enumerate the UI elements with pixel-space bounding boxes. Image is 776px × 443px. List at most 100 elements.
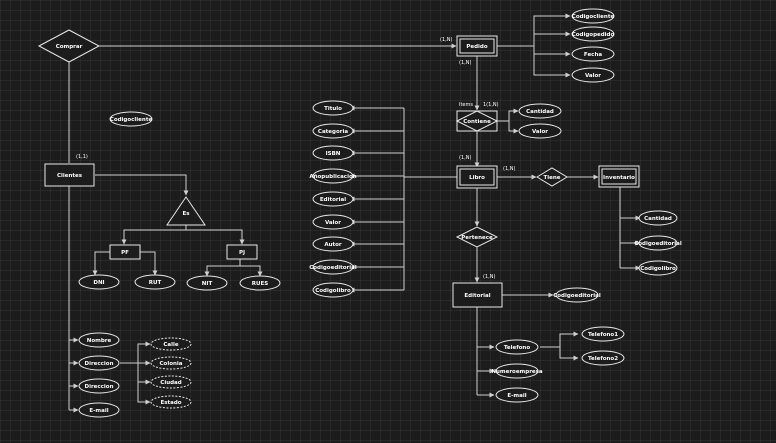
attribute-clientes-nombre[interactable] [78,332,120,348]
entity-clientes-label: Clientes [57,173,83,179]
attribute-contiene-valor[interactable] [518,123,562,139]
attribute-direccion-colonia[interactable] [150,356,192,370]
relationship-comprar[interactable]: Comprar [37,29,101,63]
attribute-pf-dni[interactable] [78,274,120,290]
svg-text:Editorial: Editorial [320,197,346,203]
attribute-libro-autor[interactable] [312,236,354,252]
entity-libro[interactable]: Libro [456,165,498,189]
cardinality-contiene-libro: (1,N) [459,155,471,161]
svg-text:DNI: DNI [93,280,104,286]
svg-text:E-mail: E-mail [507,393,526,399]
edges [66,13,641,413]
svg-text:RUT: RUT [149,280,162,286]
attribute-editorial-key[interactable]: Codigoeditorial [553,287,601,303]
relationship-contiene[interactable]: Contiene [455,110,499,132]
relationship-contiene-label: Contiene [463,119,491,125]
attribute-inventario-codigoeditorial[interactable] [638,235,678,251]
relationship-pertenece-label: Pertenece [461,235,493,241]
cardinality-pertenece-editorial: (1,N) [483,274,495,280]
attributes-editorial: Telefono Numeroempresa E-mail [491,339,543,403]
svg-text:Autor: Autor [324,242,342,248]
svg-text:Valor: Valor [585,73,601,79]
cardinality-libro-tiene: (1,N) [503,166,515,172]
attribute-contiene-cantidad[interactable] [518,103,562,119]
svg-text:Telefono2: Telefono2 [588,356,618,362]
svg-text:Titulo: Titulo [324,106,342,112]
attribute-clientes-direccion[interactable] [78,355,120,371]
cardinality-labels: (1,N) (1,1) (1,N) Items 1(1,N) (1,N) (1,… [76,37,515,280]
specialization-es[interactable]: Es [166,196,206,226]
attribute-direccion-estado[interactable] [150,395,192,409]
svg-text:Direccion: Direccion [85,361,114,367]
attribute-editorial-numeroempresa[interactable] [495,363,539,379]
attribute-libro-codigoeditorial[interactable] [312,259,354,275]
subtype-pf[interactable]: PF [109,244,141,260]
attribute-clientes-key[interactable]: Codigocliente [109,111,153,127]
entity-pedido[interactable]: Pedido [456,35,498,57]
attribute-libro-codigolibro[interactable] [312,282,354,298]
svg-text:Codigoeditorial: Codigoeditorial [309,265,357,271]
cardinality-contiene-left: Items [459,102,473,108]
attributes-inventario: Cantidad Codigoeditorial Codigolibro [634,210,682,276]
attribute-pedido-codigopedido[interactable] [571,26,615,42]
attribute-libro-editorial[interactable] [312,191,354,207]
attribute-pj-nit[interactable] [186,275,228,291]
cardinality-pedido-contiene: (1,N) [459,60,471,66]
attribute-libro-valor[interactable] [312,214,354,230]
attribute-editorial-email[interactable] [495,387,539,403]
attribute-pedido-codigocliente[interactable] [571,8,615,24]
relationship-pertenece[interactable]: Pertenece [455,226,499,248]
edges-inventario-attributes [619,187,641,271]
attribute-direccion-calle[interactable] [150,337,192,351]
attribute-pj-rues[interactable] [239,275,281,291]
svg-text:Valor: Valor [325,220,341,226]
svg-text:Valor: Valor [532,129,548,135]
attribute-clientes-email[interactable] [78,402,120,418]
svg-text:Codigoeditorial: Codigoeditorial [634,241,682,247]
subtype-pj[interactable]: PJ [226,244,258,260]
attribute-direccion-ciudad[interactable] [150,375,192,389]
relationship-tiene[interactable]: Tiene [536,167,568,187]
attribute-pedido-valor[interactable] [571,67,615,83]
cardinality-contiene-mid: 1(1,N) [483,102,499,108]
attribute-telefono2[interactable] [581,350,625,366]
entity-clientes[interactable]: Clientes [44,163,95,187]
svg-text:Nombre: Nombre [87,338,112,344]
cardinality-comprar-pedido: (1,N) [440,37,452,43]
entity-editorial[interactable]: Editorial [452,282,503,308]
attribute-libro-isbn[interactable] [312,145,354,161]
attributes-contiene: Cantidad Valor [518,103,562,139]
attribute-inventario-codigolibro[interactable] [638,260,678,276]
attribute-libro-categoria[interactable] [312,123,354,139]
edges-clientes-attributes [68,186,151,413]
svg-text:NIT: NIT [202,281,213,287]
attributes-pf: DNI RUT [78,274,176,290]
attribute-pedido-fecha[interactable] [571,46,615,62]
svg-text:Estado: Estado [160,400,181,406]
svg-text:Ciudad: Ciudad [160,380,181,386]
attribute-clientes-direccion-2[interactable] [78,378,120,394]
svg-text:Cantidad: Cantidad [644,216,672,222]
edges-editorial-attributes [476,292,579,398]
edges-contiene-attributes [497,108,519,134]
entity-editorial-label: Editorial [464,293,490,299]
relationship-tiene-label: Tiene [543,175,560,181]
svg-text:Codigolibro: Codigolibro [640,266,676,272]
attribute-editorial-telefono[interactable] [495,339,539,355]
svg-text:Telefono1: Telefono1 [588,332,618,338]
attributes-direccion: Calle Colonia Ciudad Estado [150,337,192,409]
entity-libro-label: Libro [469,175,485,181]
entity-inventario[interactable]: Inventario [598,165,640,188]
attribute-telefono1[interactable] [581,326,625,342]
attribute-inventario-cantidad[interactable] [638,210,678,226]
entity-pedido-label: Pedido [466,44,488,50]
attribute-libro-anopublicacion[interactable] [312,168,354,184]
attribute-libro-titulo[interactable] [312,100,354,116]
attributes-pedido: Codigocliente Codigopedido Fecha Valor [571,8,615,83]
svg-text:Codigolibro: Codigolibro [315,288,351,294]
attribute-pf-rut[interactable] [134,274,176,290]
svg-text:Telefono: Telefono [504,345,530,351]
attributes-clientes: Nombre Direccion Direccion E-mail [78,332,120,418]
